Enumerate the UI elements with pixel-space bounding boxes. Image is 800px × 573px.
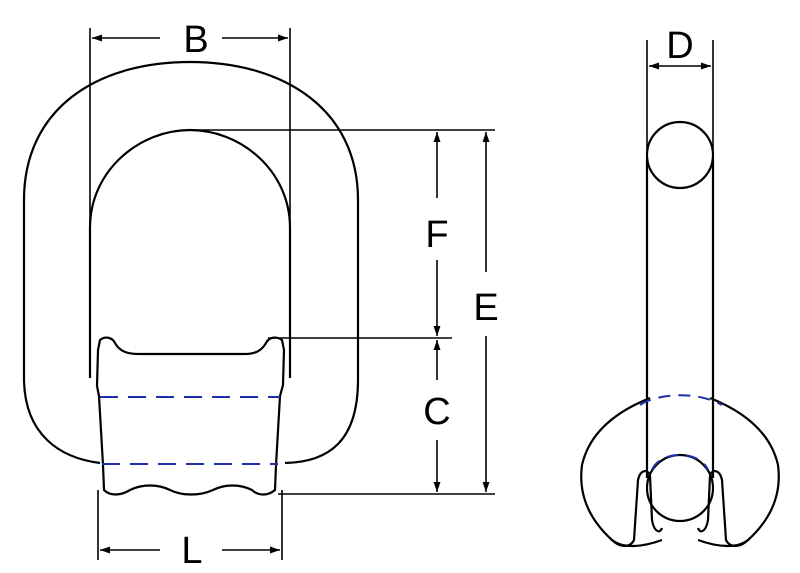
dim-label-e: E [473, 287, 498, 329]
side-dimensions [646, 40, 714, 158]
dim-label-b: B [183, 19, 208, 61]
ring-outer-outline [22, 60, 360, 465]
hidden-arc-upper [639, 394, 723, 406]
ring-section-top [645, 120, 715, 190]
dim-label-l: L [181, 530, 202, 572]
dim-label-d: D [666, 25, 693, 67]
front-dimensions [89, 28, 495, 560]
clip-side-profile [580, 396, 664, 548]
clip-foot-left [611, 538, 663, 548]
side-view [580, 120, 780, 548]
ring-inner-outline [88, 128, 292, 378]
front-view [22, 60, 360, 496]
base-block-outline [95, 336, 286, 496]
clip-foot-right [697, 538, 749, 548]
hidden-arc-lower [651, 454, 709, 471]
ring-section-bottom [645, 453, 715, 523]
dim-label-f: F [425, 214, 448, 256]
clip-side-profile-right [696, 396, 780, 548]
dim-label-c: C [423, 391, 450, 433]
